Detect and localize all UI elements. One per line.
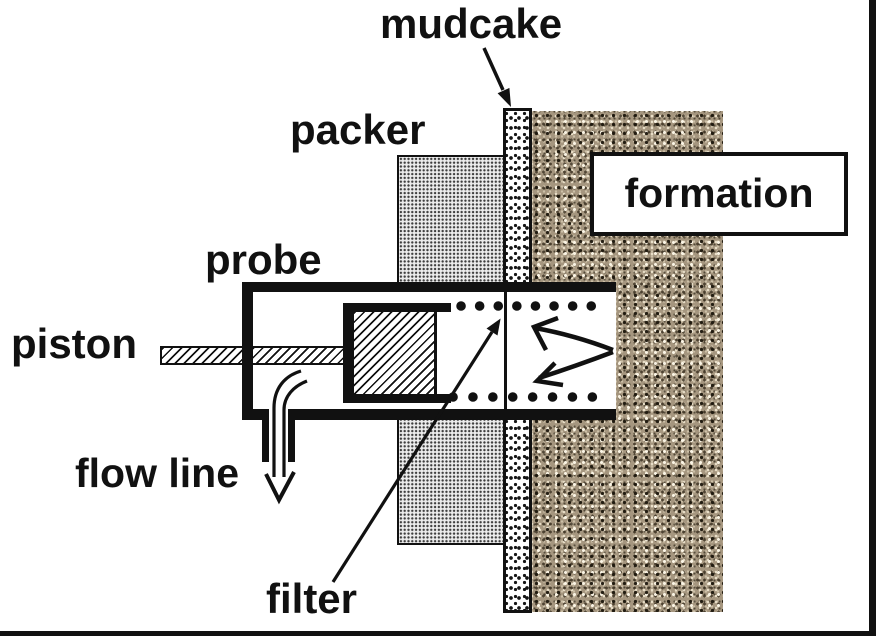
filter-pointer-arrow <box>331 318 501 583</box>
probe-label: probe <box>205 236 322 283</box>
piston-block-left-bar <box>343 303 354 403</box>
flow-tube-wall-right <box>288 420 295 462</box>
piston-block-hatch <box>354 312 437 394</box>
flow-line-arrow <box>264 369 308 505</box>
piston-rod <box>160 346 347 365</box>
frame-right-border <box>869 0 876 636</box>
probe-wall-bottom-left <box>242 409 269 420</box>
packer-lower-block <box>397 412 506 545</box>
formation-label: formation <box>624 170 814 217</box>
mudcake-label: mudcake <box>380 0 563 47</box>
probe-wall-left <box>242 282 253 420</box>
formation-label-box: formation <box>590 152 848 236</box>
piston-label: piston <box>11 320 137 367</box>
flow-tube-wall-left <box>262 420 269 462</box>
piston-block-bottom-bar <box>343 394 451 403</box>
borehole-wall-line <box>504 292 507 409</box>
mudcake-arrow <box>482 47 511 107</box>
probe-wall-top <box>242 282 616 292</box>
piston-block-top-bar <box>343 303 451 312</box>
inflow-arrows <box>530 315 614 388</box>
frame-bottom-border <box>0 631 876 636</box>
filter-label: filter <box>266 575 358 622</box>
packer-label: packer <box>290 106 426 153</box>
flow-line-label: flow line <box>75 450 239 496</box>
probe-wall-bottom-right <box>288 409 616 420</box>
